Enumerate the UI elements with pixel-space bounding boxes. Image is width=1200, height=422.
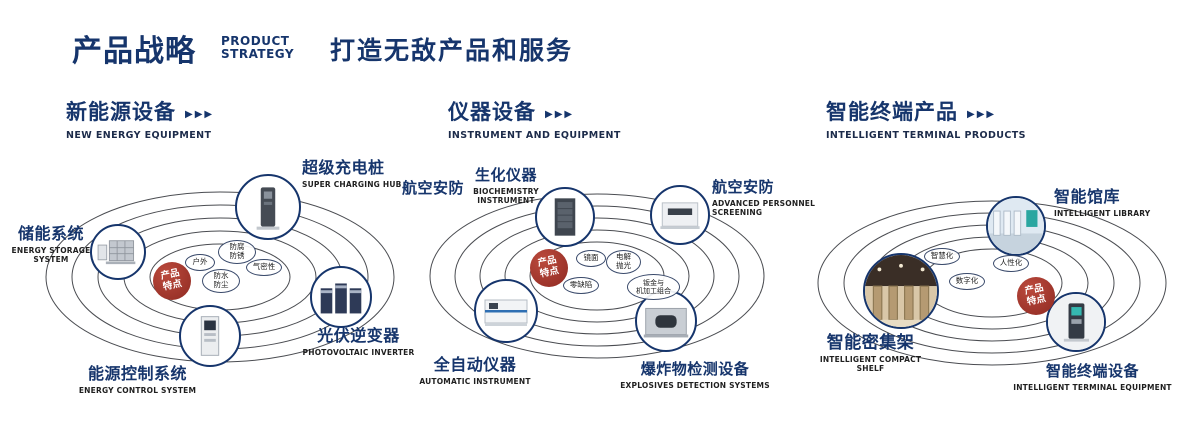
feature-bubble: 防水 防尘 — [202, 269, 240, 293]
node-super-charging-hub — [235, 174, 301, 240]
chevron-right-icon: ▶▶▶ — [545, 109, 575, 120]
label-explosives-detection: 爆炸物检测设备 EXPLOSIVES DETECTION SYSTEMS — [615, 358, 775, 390]
node-intelligent-library — [986, 196, 1046, 256]
node-intelligent-compact-shelf — [863, 253, 939, 329]
screening-machine-icon — [660, 202, 700, 229]
orbit-ring — [454, 205, 740, 347]
label-en: ENERGY STORAGE SYSTEM — [11, 246, 91, 265]
section-new-energy-title: 新能源设备 — [66, 100, 176, 124]
xray-scanner-icon — [643, 307, 689, 338]
page-subtitle-line1: PRODUCT — [221, 34, 290, 48]
label-en: EXPLOSIVES DETECTION SYSTEMS — [620, 381, 770, 390]
label-cn: 智能终端设备 — [1045, 362, 1139, 380]
label-en: PHOTOVOLTAIC INVERTER — [302, 348, 415, 357]
page-title: 产品战略 — [72, 34, 196, 69]
orbit-ring — [429, 193, 765, 359]
product-features-badge-label: 产品 特点 — [160, 267, 184, 293]
label-cn: 能源控制系统 — [87, 364, 187, 383]
label-cn: 光伏逆变器 — [317, 326, 400, 345]
charging-hub-icon — [256, 187, 280, 230]
page-subtitle-line2: STRATEGY — [221, 46, 295, 61]
section-instrument-subtitle: INSTRUMENT AND EQUIPMENT — [448, 130, 621, 141]
feature-bubble: 防腐 防锈 — [218, 240, 256, 264]
kiosk-icon — [1048, 294, 1104, 350]
chevron-right-icon: ▶▶▶ — [967, 109, 997, 120]
label-cn: 航空安防 — [712, 178, 775, 196]
label-energy-control: 能源控制系统 ENERGY CONTROL SYSTEM — [70, 360, 205, 395]
label-intelligent-library: 智能馆库 INTELLIGENT LIBRARY — [1054, 183, 1169, 218]
orbit-ring — [504, 229, 690, 323]
node-photovoltaic-inverter — [310, 266, 372, 328]
node-energy-control — [179, 305, 241, 367]
product-features-badge: 产品 特点 — [530, 249, 568, 287]
label-en: BIOCHEMISTRY INSTRUMENT — [473, 187, 539, 206]
section-new-energy-header: 新能源设备 ▶▶▶ NEW ENERGY EQUIPMENT — [66, 96, 214, 141]
page-subtitle: PRODUCT STRATEGY — [221, 35, 294, 60]
label-cn: 全自动仪器 — [433, 355, 517, 374]
feature-bubble: 镜面 — [576, 250, 606, 267]
label-en: SUPER CHARGING HUB — [302, 180, 402, 189]
label-energy-storage: 储能系统 ENERGY STORAGE SYSTEM — [8, 220, 94, 265]
label-biochemistry: 生化仪器 BIOCHEMISTRY INSTRUMENT — [460, 164, 552, 206]
biochemistry-rack-icon — [554, 198, 576, 236]
label-intelligent-terminal: 智能终端设备 INTELLIGENT TERMINAL EQUIPMENT — [1010, 360, 1175, 392]
node-automatic-instrument — [474, 279, 538, 343]
tagline: 打造无敌产品和服务 — [330, 36, 574, 65]
label-cn: 生化仪器 — [474, 166, 537, 184]
section-instrument-header: 仪器设备 ▶▶▶ INSTRUMENT AND EQUIPMENT — [448, 96, 621, 141]
feature-bubble: 人性化 — [993, 255, 1029, 272]
compact-shelf-room-icon — [865, 255, 937, 327]
node-explosives-detection — [635, 290, 697, 352]
product-features-badge-label: 产品 特点 — [1024, 282, 1048, 308]
label-cn: 智能馆库 — [1054, 187, 1121, 206]
feature-bubble: 钣金与 机加工组合 — [627, 274, 680, 300]
label-cn: 储能系统 — [17, 224, 84, 243]
feature-bubble: 零缺陷 — [563, 277, 599, 294]
orbit-rings-instrument — [429, 193, 765, 359]
label-en: ENERGY CONTROL SYSTEM — [78, 386, 197, 395]
label-super-charging-hub: 超级充电桩 SUPER CHARGING HUB — [302, 154, 417, 189]
label-intelligent-compact-shelf: 智能密集架 INTELLIGENT COMPACT SHELF — [808, 328, 933, 374]
energy-storage-icon — [97, 240, 136, 265]
section-new-energy-subtitle: NEW ENERGY EQUIPMENT — [66, 130, 212, 141]
label-en: ADVANCED PERSONNEL SCREENING — [712, 199, 816, 218]
section-terminal-subtitle: INTELLIGENT TERMINAL PRODUCTS — [826, 130, 1026, 141]
label-en: INTELLIGENT TERMINAL EQUIPMENT — [1013, 383, 1172, 392]
feature-bubble: 户外 — [185, 254, 215, 271]
orbit-ring — [817, 200, 1167, 366]
node-energy-storage — [90, 224, 146, 280]
section-terminal-title: 智能终端产品 — [826, 100, 958, 124]
product-features-badge: 产品 特点 — [153, 262, 191, 300]
feature-bubble: 气密性 — [246, 259, 282, 276]
label-automatic-instrument: 全自动仪器 AUTOMATIC INSTRUMENT — [410, 351, 540, 386]
product-features-badge-label: 产品 特点 — [537, 254, 561, 280]
label-cn: 智能密集架 — [826, 333, 915, 353]
label-en: INTELLIGENT COMPACT SHELF — [819, 355, 922, 374]
library-room-icon — [988, 198, 1044, 254]
chevron-right-icon: ▶▶▶ — [185, 109, 215, 120]
section-terminal-header: 智能终端产品 ▶▶▶ INTELLIGENT TERMINAL PRODUCTS — [826, 96, 1026, 141]
feature-bubble: 智慧化 — [924, 248, 960, 265]
energy-control-icon — [200, 316, 220, 356]
label-cn: 爆炸物检测设备 — [640, 360, 750, 378]
label-en: INTELLIGENT LIBRARY — [1054, 209, 1151, 218]
feature-bubble: 数字化 — [949, 273, 985, 290]
label-aviation-security-left: 航空安防 — [402, 177, 482, 198]
node-personnel-screening — [650, 185, 710, 245]
product-features-badge: 产品 特点 — [1017, 277, 1055, 315]
label-photovoltaic-inverter: 光伏逆变器 PHOTOVOLTAIC INVERTER — [296, 322, 421, 357]
feature-bubble: 电解 抛光 — [606, 250, 641, 274]
label-cn: 超级充电桩 — [302, 158, 385, 177]
node-biochemistry-instrument — [535, 187, 595, 247]
section-instrument-title: 仪器设备 — [448, 100, 536, 124]
label-personnel-screening: 航空安防 ADVANCED PERSONNEL SCREENING — [712, 176, 817, 218]
label-cn: 航空安防 — [402, 179, 465, 197]
pv-inverter-icon — [320, 283, 362, 314]
node-intelligent-terminal — [1046, 292, 1106, 352]
orbit-ring — [479, 217, 715, 335]
analyzer-icon — [484, 299, 528, 326]
label-en: AUTOMATIC INSTRUMENT — [419, 377, 531, 386]
